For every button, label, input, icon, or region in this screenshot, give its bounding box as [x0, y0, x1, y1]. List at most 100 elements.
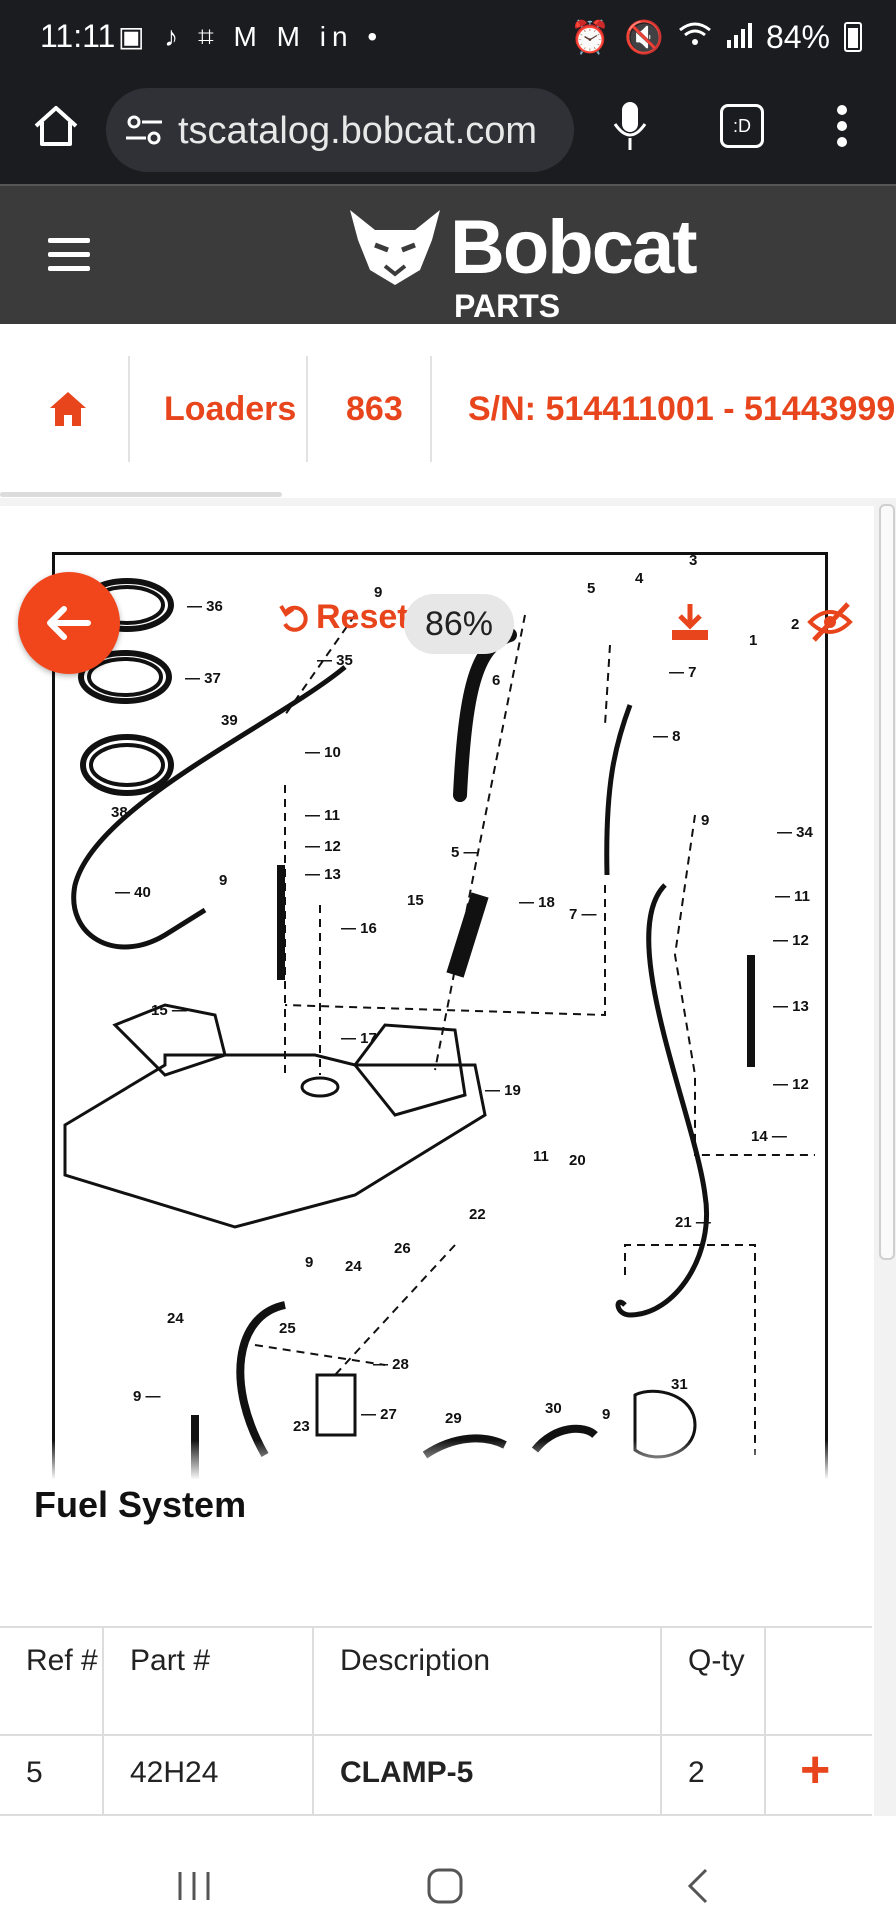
svg-text:7 —: 7 — — [569, 906, 597, 923]
table-header: Ref # Part # Description Q-ty — [0, 1628, 872, 1736]
svg-text:15: 15 — [407, 892, 424, 909]
reset-button[interactable]: Reset — [278, 598, 409, 637]
svg-text:38: 38 — [111, 804, 128, 821]
svg-text:9: 9 — [374, 584, 382, 601]
hide-labels-icon[interactable] — [806, 600, 854, 644]
signal-icon — [726, 19, 752, 56]
svg-text:11: 11 — [533, 1148, 549, 1165]
more-options-icon[interactable] — [836, 104, 848, 148]
tab-switcher-button[interactable]: :D — [720, 104, 764, 148]
zoom-level: 86% — [404, 594, 514, 654]
reset-label: Reset — [316, 598, 409, 636]
svg-text:6: 6 — [492, 672, 500, 689]
status-time: 11:11 — [40, 18, 116, 54]
microphone-icon[interactable] — [612, 100, 648, 152]
page-scrollbar[interactable] — [874, 500, 896, 1816]
cell-qty: 2 — [662, 1736, 766, 1814]
breadcrumb-serial[interactable]: S/N: 514411001 - 514439999, 5 — [468, 390, 896, 428]
section-title: Fuel System — [34, 1484, 247, 1525]
svg-text:31: 31 — [671, 1376, 688, 1393]
bobcat-head-icon — [350, 210, 440, 285]
svg-text:— 13: — 13 — [305, 866, 341, 883]
cell-ref: 5 — [0, 1736, 104, 1814]
svg-text:— 11: — 11 — [775, 888, 810, 905]
svg-text:— 27: — 27 — [361, 1406, 397, 1423]
svg-text:25: 25 — [279, 1320, 296, 1337]
svg-text:23: 23 — [293, 1418, 310, 1435]
status-bar: 11:11 ▣ ♪ ⌗ M M in • ⏰ 🔇 84% — [0, 0, 896, 76]
svg-text:— 10: — 10 — [305, 744, 341, 761]
svg-text:24: 24 — [167, 1310, 184, 1327]
mute-icon: 🔇 — [624, 19, 664, 55]
wifi-icon — [678, 19, 712, 56]
svg-text:— 34: — 34 — [777, 824, 814, 841]
svg-text:— 28: — 28 — [373, 1356, 409, 1373]
header-description: Description — [314, 1628, 662, 1734]
svg-text:24: 24 — [345, 1258, 362, 1275]
cell-part: 42H24 — [104, 1736, 314, 1814]
svg-text:5: 5 — [587, 580, 595, 597]
svg-text:29: 29 — [445, 1410, 462, 1427]
svg-text:— 17: — 17 — [341, 1030, 377, 1047]
recent-apps-icon[interactable] — [176, 1868, 212, 1904]
svg-text:— 12: — 12 — [773, 932, 809, 949]
svg-text:— 37: — 37 — [185, 670, 221, 687]
svg-text:— 36: — 36 — [187, 598, 223, 615]
svg-text:— 35: — 35 — [317, 652, 353, 669]
svg-text:9: 9 — [602, 1406, 610, 1423]
svg-text:— 12: — 12 — [305, 838, 341, 855]
breadcrumb-model[interactable]: 863 — [310, 356, 432, 462]
svg-text:— 18: — 18 — [519, 894, 555, 911]
svg-text:— 19: — 19 — [485, 1082, 521, 1099]
status-right: ⏰ 🔇 84% — [570, 18, 862, 56]
svg-text:9 —: 9 — — [133, 1388, 161, 1405]
svg-text:— 13: — 13 — [773, 998, 809, 1015]
bobcat-logo[interactable]: Bobcat PARTS CATALOG — [340, 194, 700, 361]
add-to-cart-button[interactable]: + — [800, 1741, 831, 1799]
notification-icons: ▣ ♪ ⌗ M M in • — [118, 21, 384, 52]
header-action — [766, 1628, 872, 1734]
breadcrumb: Loaders 863 S/N: 514411001 - 514439999, … — [0, 324, 896, 497]
home-nav-icon[interactable] — [426, 1867, 464, 1905]
alarm-icon: ⏰ — [570, 19, 611, 55]
site-header: Bobcat PARTS CATALOG — [0, 184, 896, 361]
svg-text:15 —: 15 — — [151, 1002, 187, 1019]
svg-text:9: 9 — [219, 872, 227, 889]
svg-text:14 —: 14 — — [751, 1128, 787, 1145]
svg-text:— 11: — 11 — [305, 807, 340, 824]
svg-text:4: 4 — [635, 570, 644, 587]
parts-table: Ref # Part # Description Q-ty 5 42H24 CL… — [0, 1626, 872, 1816]
home-icon[interactable] — [30, 100, 82, 152]
back-button[interactable] — [18, 572, 120, 674]
svg-text:— 7: — 7 — [669, 664, 697, 681]
svg-text:— 12: — 12 — [773, 1076, 809, 1093]
breadcrumb-scrollbar[interactable] — [0, 492, 282, 497]
header-ref: Ref # — [0, 1628, 104, 1734]
site-settings-icon[interactable] — [124, 112, 164, 148]
svg-text:— 40: — 40 — [115, 884, 151, 901]
table-row[interactable]: 5 42H24 CLAMP-5 2 + — [0, 1736, 872, 1816]
svg-text:— 8: — 8 — [653, 728, 681, 745]
svg-text:30: 30 — [545, 1400, 562, 1417]
browser-toolbar: tscatalog.bobcat.com :D — [0, 76, 896, 184]
home-icon — [50, 392, 86, 426]
header-part: Part # — [104, 1628, 314, 1734]
menu-icon[interactable] — [48, 238, 90, 280]
brand-name: Bobcat — [450, 205, 698, 290]
cell-description: CLAMP-5 — [314, 1736, 662, 1814]
back-nav-icon[interactable] — [684, 1867, 710, 1905]
url-text[interactable]: tscatalog.bobcat.com — [178, 110, 538, 152]
system-nav-bar — [0, 1816, 896, 1920]
svg-text:26: 26 — [394, 1240, 411, 1257]
svg-text:22: 22 — [469, 1206, 486, 1223]
svg-text:21 —: 21 — — [675, 1214, 711, 1231]
download-icon[interactable] — [668, 600, 712, 644]
diagram-fade — [52, 1440, 828, 1480]
svg-text:5 —: 5 — — [451, 844, 479, 861]
breadcrumb-loaders[interactable]: Loaders — [130, 356, 308, 462]
svg-text:2: 2 — [791, 616, 799, 633]
address-bar[interactable]: tscatalog.bobcat.com — [106, 88, 574, 172]
parts-diagram[interactable]: — 36 — 37 38 39 — 40 — 35 9 — 10 — 11 — … — [52, 552, 828, 1479]
scrollbar-thumb[interactable] — [879, 504, 895, 1260]
breadcrumb-home[interactable] — [0, 356, 130, 462]
